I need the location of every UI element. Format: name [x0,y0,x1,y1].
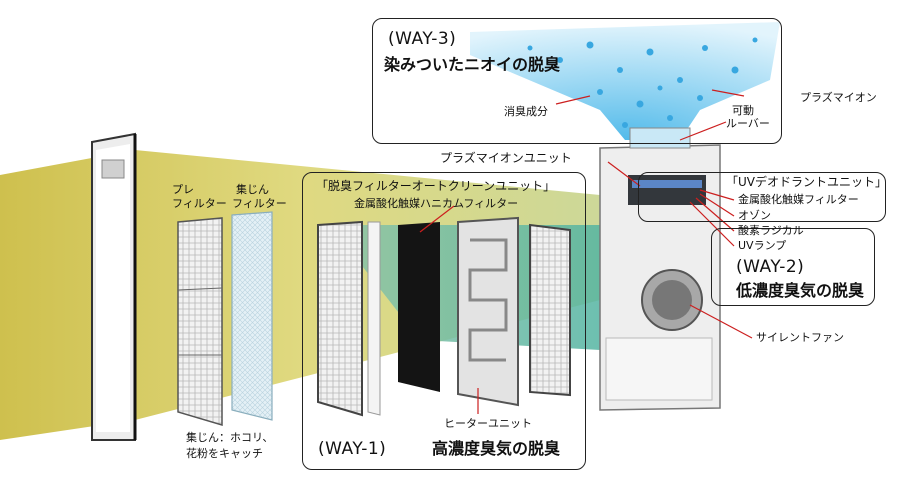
louver-label-line2: ルーバー [726,117,770,130]
uv-unit-box [638,172,886,222]
uv-item-catalyst: 金属酸化触媒フィルター [738,193,859,206]
heater-label: ヒーターユニット [444,417,532,430]
deodorizing-filter-frame [317,220,381,417]
uv-item-lamp: UVランプ [738,239,787,252]
silent-fan-label: サイレントファン [756,331,844,344]
way2-box [711,228,875,306]
mist-cloud [470,22,780,140]
honeycomb-label: 金属酸化触媒ハニカムフィルター [354,197,519,210]
main-unit-body [599,127,721,411]
leader-lines [419,89,753,414]
way3-title: 染みついたニオイの脱臭 [384,55,561,74]
dust-note-line1: 集じん：ホコリ、 [186,431,274,444]
way1-title: 高濃度臭気の脱臭 [432,439,561,458]
way2-label: (WAY-2) [736,257,805,277]
prefilter-label-line1: プレ [172,183,194,196]
uv-unit-title: 「UVデオドラントユニット」 [726,175,887,189]
way2-title: 低濃度臭気の脱臭 [736,281,865,300]
way1-label: (WAY-1) [318,439,387,459]
dust-filter-label-line2: フィルター [232,197,287,210]
louver-label-line1: 可動 [732,104,754,117]
shoshu-label: 消臭成分 [504,105,548,118]
front-panel [91,132,137,441]
way3-label: (WAY-3) [388,29,457,49]
pre-filter [177,217,223,427]
honeycomb-filter [398,222,440,392]
dust-filter [231,211,273,421]
dust-filter-label-line1: 集じん [236,183,269,196]
uv-item-radical: 酸素ラジカル [738,224,804,237]
way1-box [302,172,586,470]
way1-unit-title: 「脱臭フィルターオートクリーンユニット」 [316,179,556,193]
airflow-yellow [0,150,600,440]
uv-item-ozone: オゾン [738,209,771,222]
heater-unit [457,216,519,407]
way3-box [372,18,782,144]
plasma-ion-label: プラズマイオン [800,91,877,104]
plasma-unit-label: プラズマイオンユニット [440,151,572,165]
rear-filter-frame [529,223,571,397]
dust-note-line2: 花粉をキャッチ [186,447,263,460]
mist-droplets [527,37,758,128]
prefilter-label-line2: フィルター [172,197,227,210]
